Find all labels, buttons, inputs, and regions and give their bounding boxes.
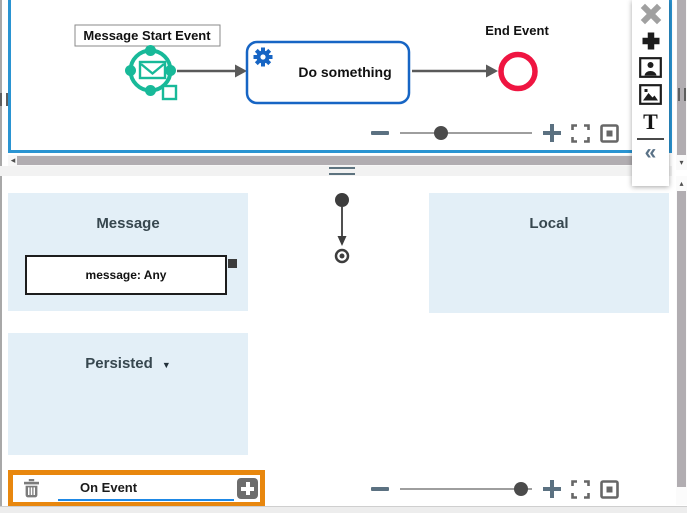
zoom-slider-handle[interactable] xyxy=(433,126,448,140)
zoom-out-icon[interactable] xyxy=(371,487,389,491)
start-event-label: Message Start Event xyxy=(74,24,221,47)
zoom-in-icon[interactable] xyxy=(543,124,561,142)
canvas-vscroll-thumb[interactable] xyxy=(677,0,686,155)
bpmn-diagram-svg: Message Start Event xyxy=(74,23,549,105)
window-bottom-edge xyxy=(0,506,687,513)
message-start-event[interactable] xyxy=(125,45,178,101)
zoom-slider[interactable] xyxy=(400,480,532,498)
zoom-in-icon[interactable] xyxy=(543,480,561,498)
svg-text:Do something: Do something xyxy=(298,64,391,80)
add-icon[interactable] xyxy=(632,27,669,54)
tool-palette: T « xyxy=(632,0,669,186)
message-envelope-icon xyxy=(138,60,167,80)
message-variable-label: message: Any xyxy=(85,268,167,282)
message-variable-item[interactable]: message: Any xyxy=(25,255,227,295)
task-do-something[interactable]: Do something xyxy=(245,40,411,105)
on-event-row[interactable]: On Event xyxy=(8,470,265,507)
zoom-slider-track xyxy=(400,132,532,134)
panel-vertical-scrollbar[interactable]: ▴ xyxy=(676,176,687,505)
horizontal-scrollbar[interactable]: ◂ xyxy=(8,155,670,166)
connector-source-dot[interactable] xyxy=(335,193,349,207)
collapse-glyph: « xyxy=(644,141,657,164)
panel-splitter[interactable] xyxy=(0,166,672,176)
variable-connector[interactable] xyxy=(325,188,361,270)
persisted-variables-panel[interactable]: Persisted ▼ xyxy=(8,333,248,455)
image-icon[interactable] xyxy=(632,81,669,108)
fullscreen-icon[interactable] xyxy=(571,479,590,499)
fullscreen-icon[interactable] xyxy=(571,123,590,143)
canvas-zoom-controls xyxy=(371,120,623,146)
message-panel-title-text: Message xyxy=(96,215,160,232)
zoom-out-icon[interactable] xyxy=(371,131,389,135)
collapse-palette-icon[interactable]: « xyxy=(632,141,669,168)
process-canvas[interactable]: Message Start Event xyxy=(8,0,672,153)
canvas-vertical-scrollbar[interactable]: ▾ xyxy=(676,0,687,170)
persisted-panel-title[interactable]: Persisted ▼ xyxy=(8,333,248,372)
resize-grip-left[interactable] xyxy=(0,93,8,106)
zoom-slider-handle[interactable] xyxy=(514,482,529,496)
close-icon[interactable] xyxy=(632,0,669,27)
horizontal-scrollbar-thumb[interactable] xyxy=(17,156,658,165)
chevron-down-icon[interactable]: ▼ xyxy=(161,359,171,370)
message-panel-title: Message xyxy=(8,193,248,232)
scroll-down-icon[interactable]: ▾ xyxy=(679,158,684,167)
zoom-slider[interactable] xyxy=(400,124,532,142)
event-name-value: On Event xyxy=(80,479,138,495)
palette-divider xyxy=(637,138,664,140)
zoom-slider-track xyxy=(400,488,532,490)
persisted-panel-title-text: Persisted xyxy=(85,355,153,372)
text-tool-glyph: T xyxy=(643,108,658,134)
selection-handles[interactable] xyxy=(125,45,176,96)
scroll-left-icon[interactable]: ◂ xyxy=(10,155,16,165)
svg-text:Message Start Event: Message Start Event xyxy=(83,28,211,43)
fit-viewport-icon[interactable] xyxy=(600,479,619,499)
variable-connect-handle[interactable] xyxy=(228,259,237,268)
sequence-flow-1[interactable] xyxy=(177,64,247,78)
panel-vscroll-thumb[interactable] xyxy=(677,191,686,487)
splitter-grip-icon[interactable] xyxy=(329,167,355,175)
user-image-icon[interactable] xyxy=(632,54,669,81)
window-left-edge xyxy=(0,0,2,513)
service-task-gear-icon xyxy=(253,47,273,67)
local-panel-title-text: Local xyxy=(529,215,569,232)
end-event[interactable]: End Event xyxy=(485,23,549,92)
svg-text:End Event: End Event xyxy=(485,23,549,38)
event-anchor-handle[interactable] xyxy=(161,84,178,101)
trash-icon[interactable] xyxy=(23,479,40,498)
sequence-flow-2[interactable] xyxy=(412,64,498,78)
local-variables-panel[interactable]: Local xyxy=(429,193,669,313)
text-tool-icon[interactable]: T xyxy=(632,108,669,135)
event-name-input[interactable]: On Event xyxy=(58,477,234,501)
local-panel-title: Local xyxy=(429,193,669,232)
panel-zoom-controls xyxy=(371,476,623,502)
scroll-up-icon[interactable]: ▴ xyxy=(679,179,684,188)
add-event-button[interactable] xyxy=(237,478,258,499)
resize-grip-right[interactable] xyxy=(678,88,686,101)
fit-viewport-icon[interactable] xyxy=(600,123,619,143)
